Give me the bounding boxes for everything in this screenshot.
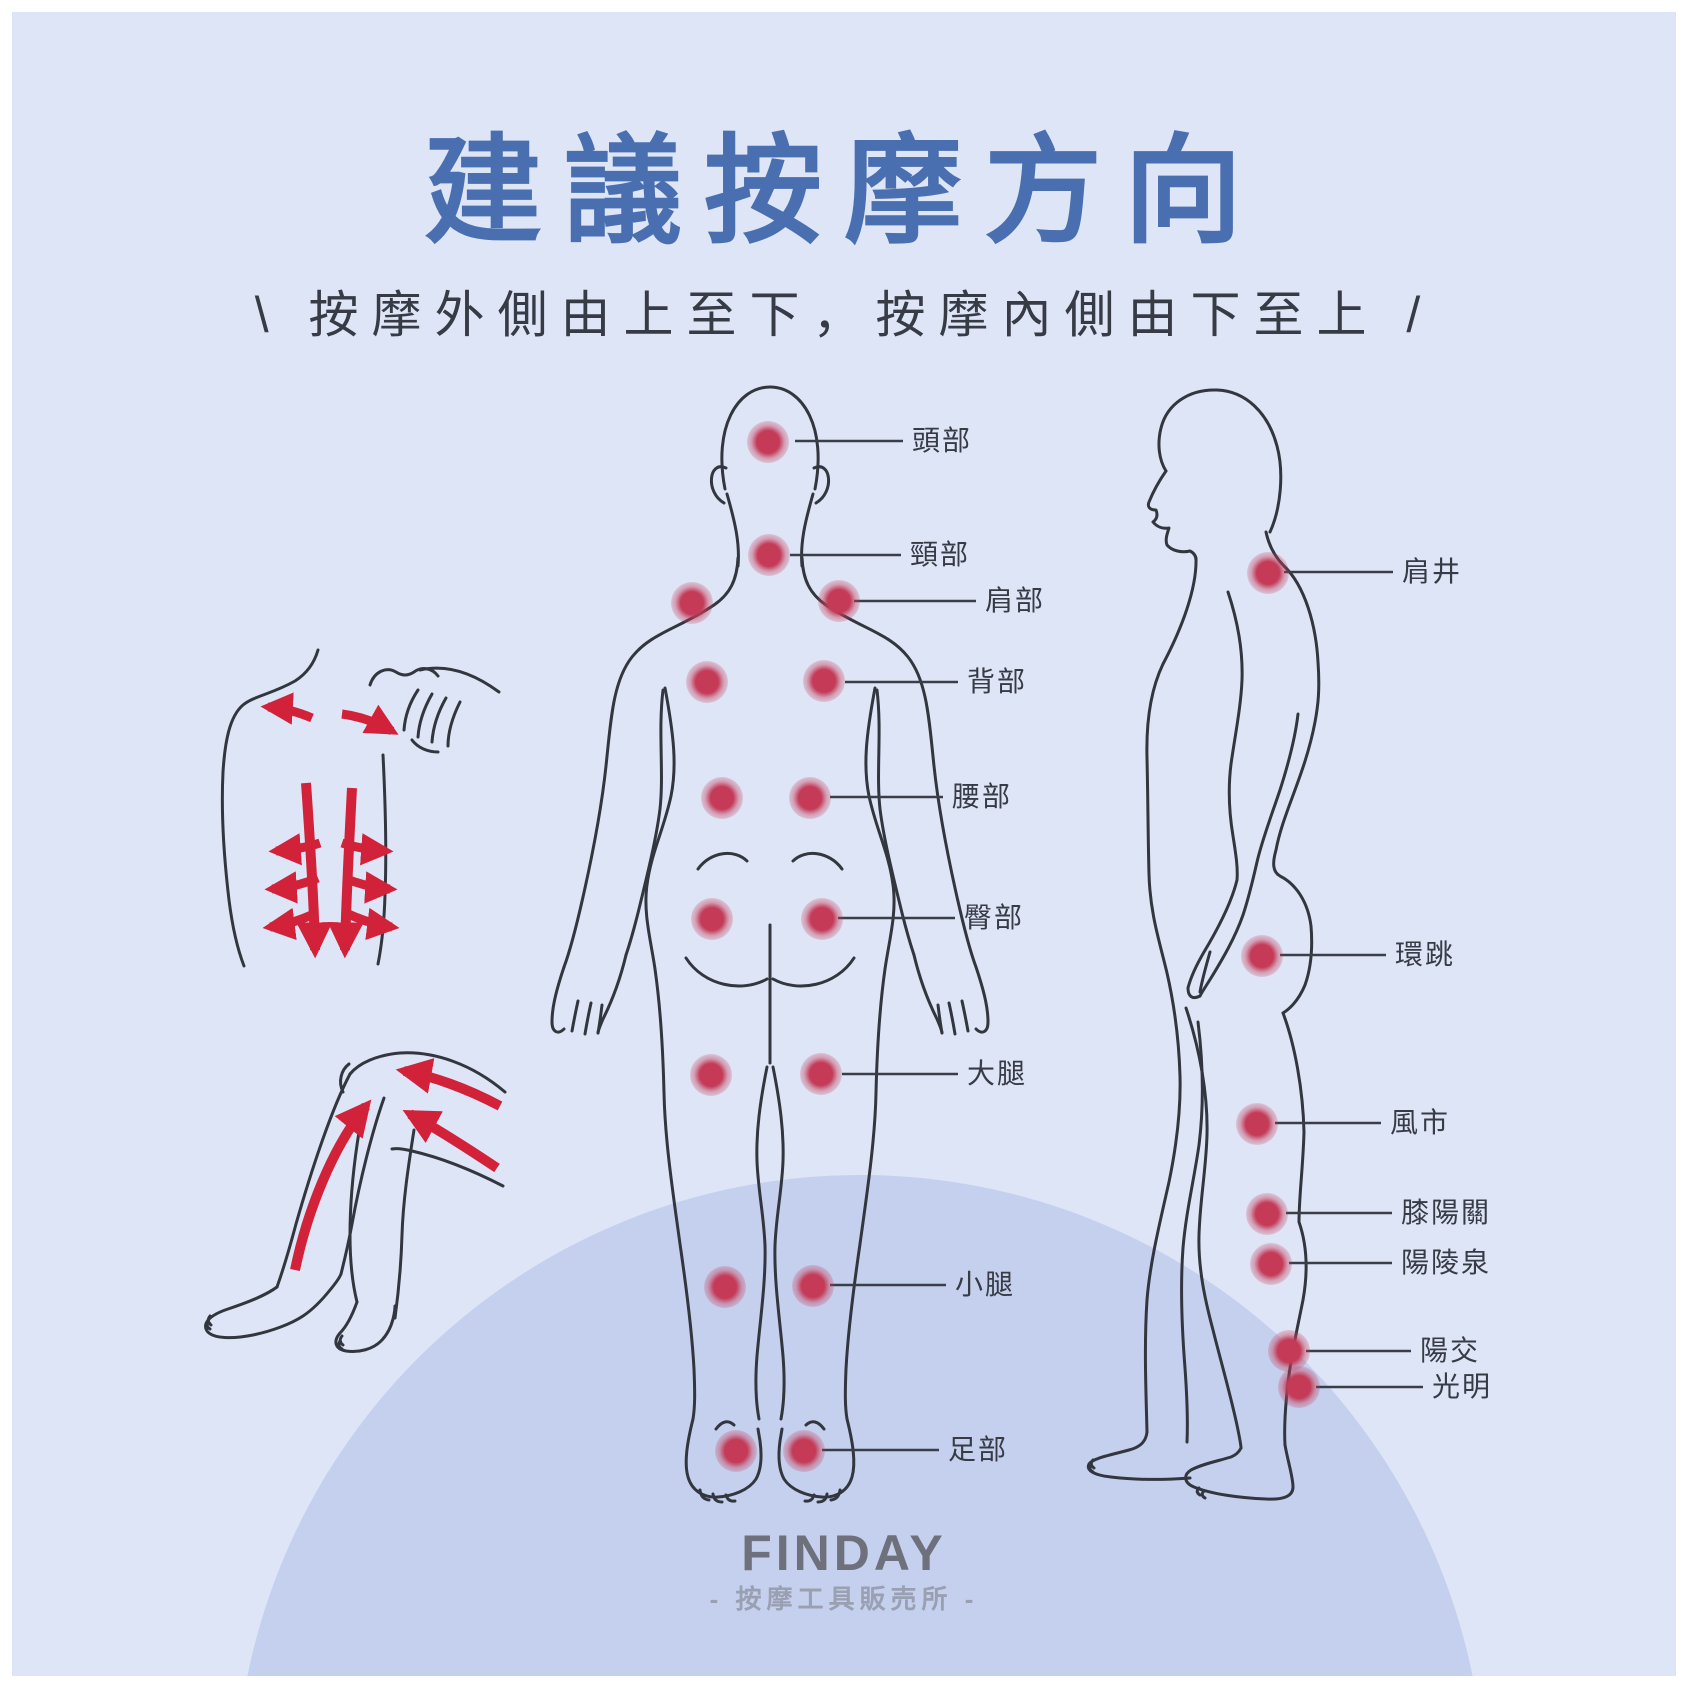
point-dot-thigh-left (690, 1054, 732, 1096)
label-shoulder: 肩部 (985, 585, 1046, 616)
shoulder-massage-arrows (260, 692, 400, 959)
point-dot-calf-left (704, 1266, 746, 1308)
brand-tagline: - 按摩工具販売所 - (709, 1584, 979, 1614)
point-dot-yanglingquan (1250, 1243, 1292, 1285)
point-dot-waist-left (701, 777, 743, 819)
point-dot-fengshi (1236, 1103, 1278, 1145)
point-dot-jianjing (1247, 552, 1289, 594)
label-fengshi: 風市 (1390, 1107, 1451, 1138)
legs-massage-arrows (290, 1058, 503, 1272)
shoulder-massage-figure (220, 648, 501, 968)
point-dot-back-right (803, 660, 845, 702)
page-subtitle: \ 按摩外側由上至下，按摩內側由下至上 / (254, 287, 1434, 343)
point-dot-thigh-right (800, 1053, 842, 1095)
back-head-outline (720, 385, 820, 491)
side-head-outline (1157, 388, 1283, 534)
label-foot: 足部 (948, 1434, 1009, 1465)
point-dot-hip-left (691, 898, 733, 940)
point-dot-back-left (686, 661, 728, 703)
point-dot-foot-left (715, 1430, 757, 1472)
label-back: 背部 (967, 666, 1028, 697)
point-dot-calf-right (792, 1265, 834, 1307)
label-xiyangguan: 膝陽關 (1401, 1197, 1492, 1228)
side-view-figure (1086, 388, 1321, 1501)
label-neck: 頸部 (910, 539, 971, 570)
label-thigh: 大腿 (967, 1058, 1028, 1089)
label-guangming: 光明 (1432, 1371, 1493, 1402)
label-jianjing: 肩井 (1402, 556, 1463, 587)
page-title: 建議按摩方向 (423, 126, 1264, 258)
point-dot-huantiao (1241, 935, 1283, 977)
label-yangjiao: 陽交 (1420, 1335, 1481, 1366)
point-dot-neck (748, 534, 790, 576)
point-dot-foot-right (783, 1430, 825, 1472)
label-waist: 腰部 (952, 781, 1013, 812)
brand-logo: FINDAY (741, 1525, 947, 1581)
point-dot-guangming (1278, 1366, 1320, 1408)
label-yanglingquan: 陽陵泉 (1401, 1247, 1492, 1278)
label-connector-lines (790, 439, 1423, 1452)
legs-massage-figure (204, 1051, 507, 1353)
point-dot-yangjiao (1268, 1330, 1310, 1372)
point-dot-shoulder-left (671, 582, 713, 624)
label-huantiao: 環跳 (1395, 939, 1456, 970)
label-hip: 臀部 (964, 902, 1025, 933)
point-dot-hip-right (801, 898, 843, 940)
back-view-figure (550, 385, 990, 1504)
label-head: 頭部 (912, 425, 973, 456)
point-dot-xiyangguan (1246, 1193, 1288, 1235)
point-dot-head (747, 421, 789, 463)
label-calf: 小腿 (955, 1269, 1016, 1300)
point-dot-waist-right (789, 777, 831, 819)
point-dot-shoulder-right (818, 580, 860, 622)
